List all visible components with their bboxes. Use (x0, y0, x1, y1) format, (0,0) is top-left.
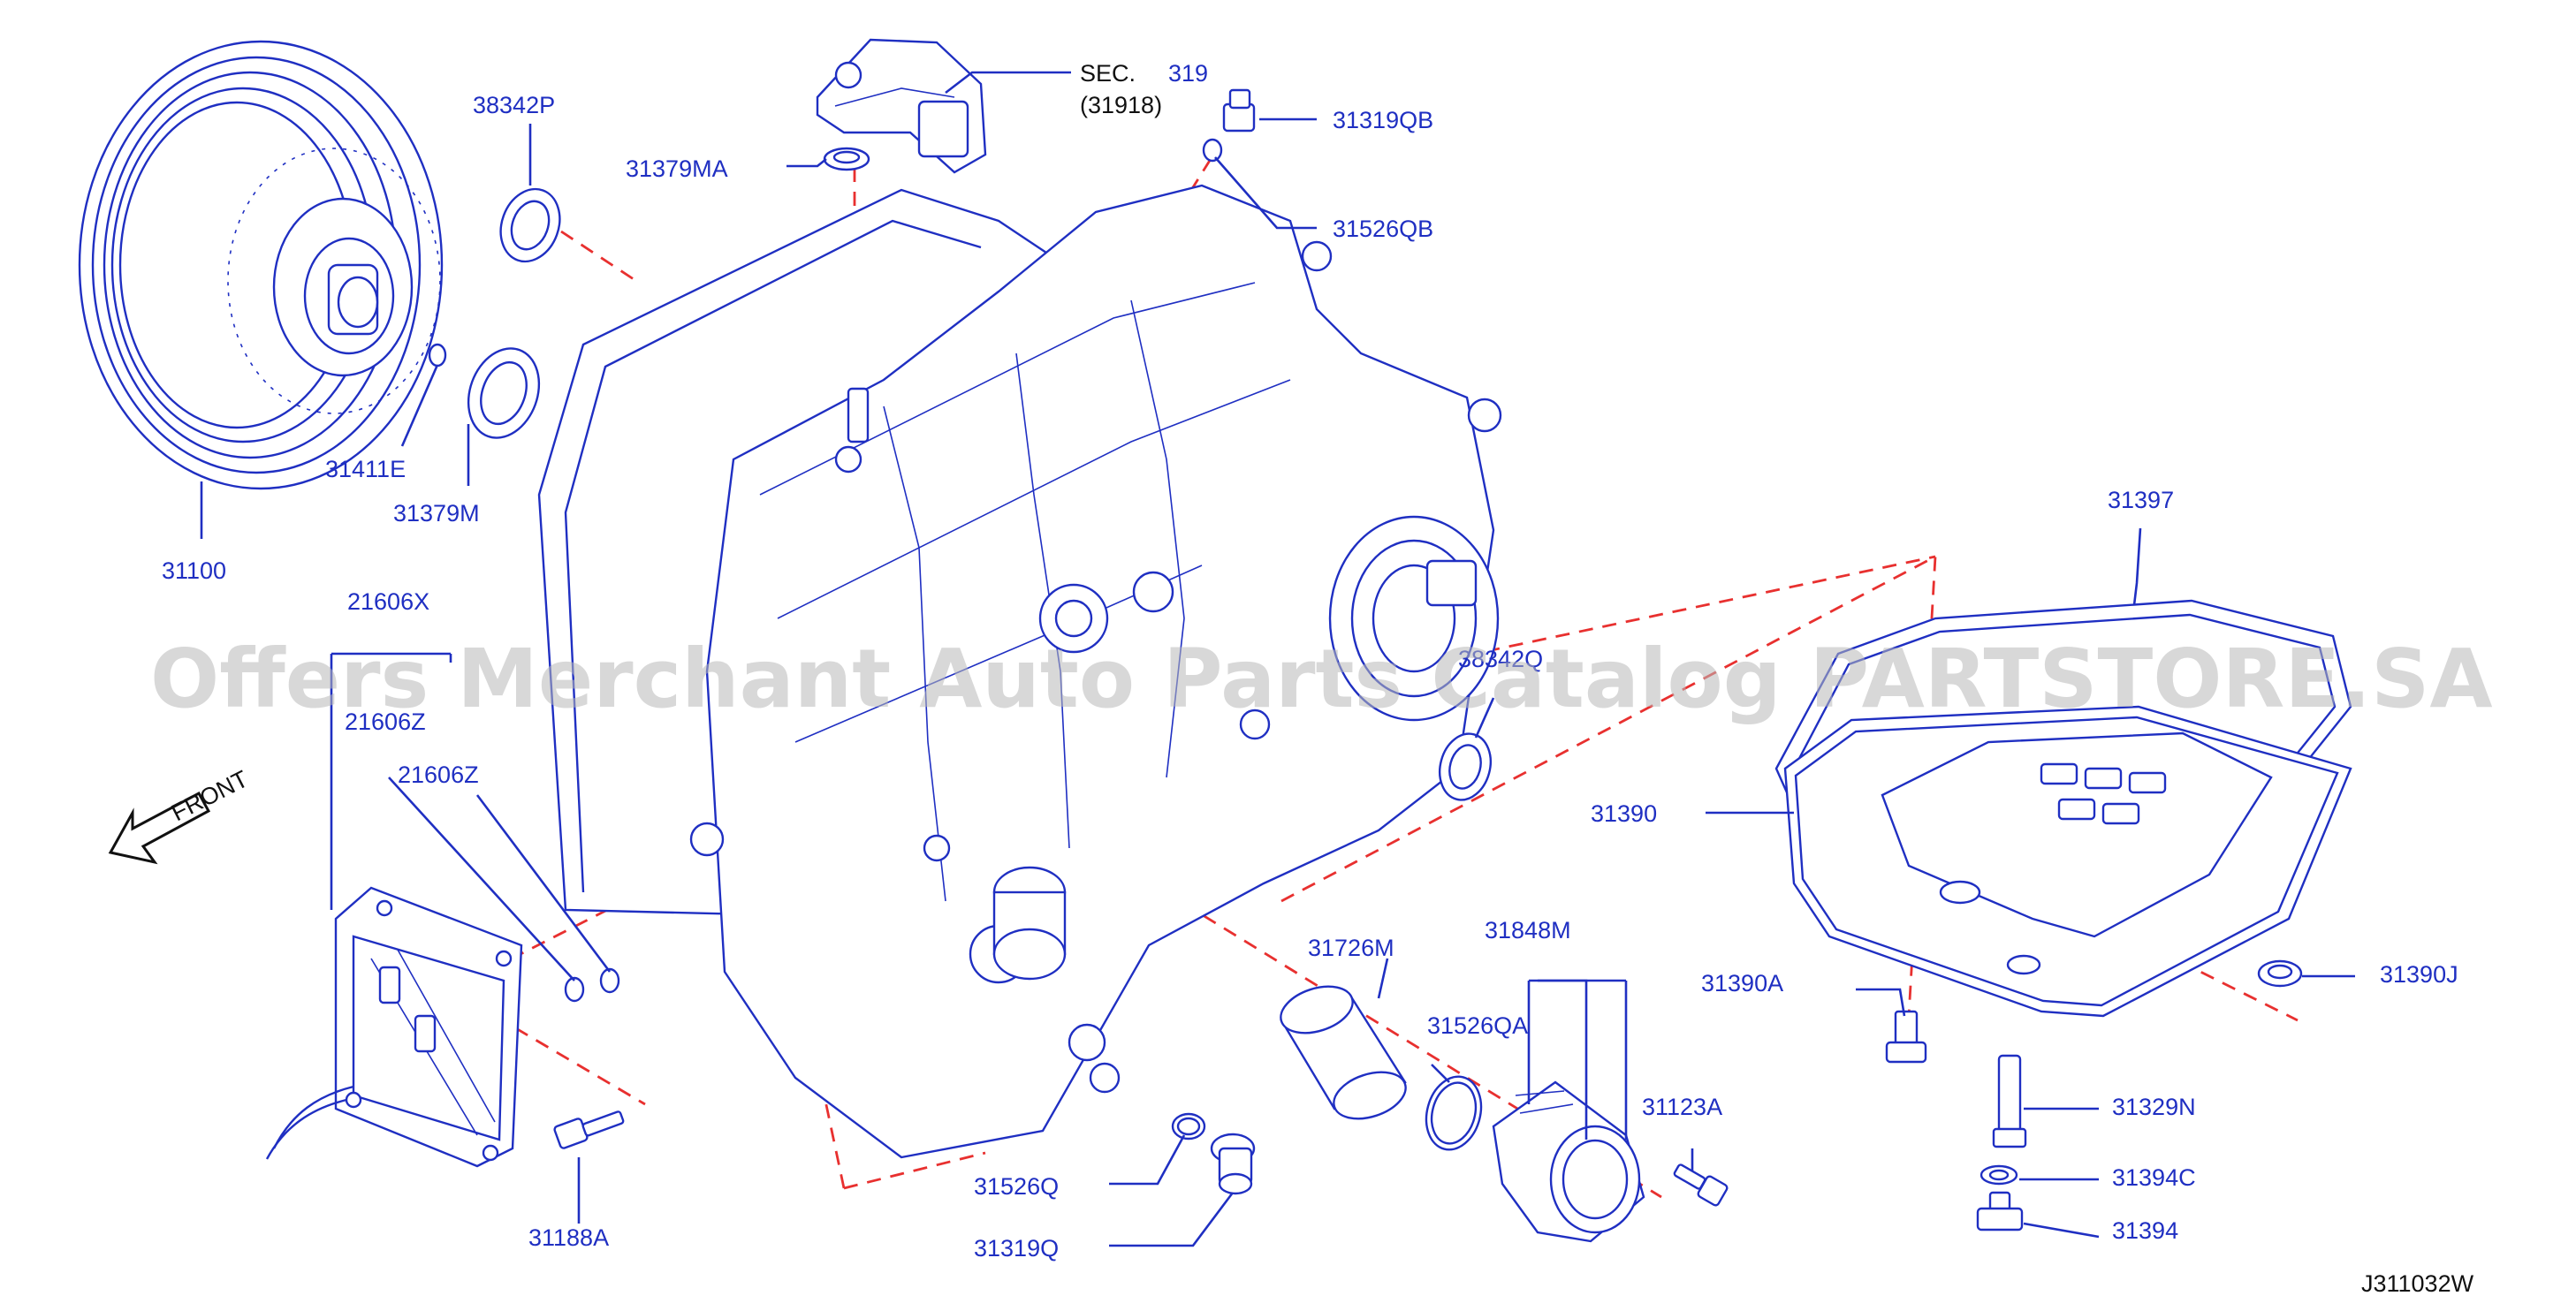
o-ring-31411E (428, 343, 447, 368)
plug-31319QB (1202, 88, 1256, 163)
label-31379MA[interactable]: 31379MA (626, 155, 728, 182)
label-31100[interactable]: 31100 (162, 557, 226, 584)
filter-element-31726M (1280, 985, 1407, 1120)
section-prefix: SEC. (1080, 60, 1136, 87)
label-21606Z-upper[interactable]: 21606Z (345, 709, 426, 735)
watermark: Offers Merchant Auto Parts Catalog PARTS… (150, 632, 2493, 726)
label-31526QB[interactable]: 31526QB (1333, 216, 1433, 242)
label-38342P[interactable]: 38342P (473, 92, 555, 118)
label-31394C[interactable]: 31394C (2112, 1164, 2196, 1191)
label-31394[interactable]: 31394 (2112, 1217, 2178, 1244)
washer-31394C (1979, 1164, 2018, 1186)
seal-38342Q (1439, 732, 1492, 801)
label-31319QB[interactable]: 31319QB (1333, 107, 1433, 133)
front-arrow-icon (108, 791, 211, 865)
label-21606X[interactable]: 21606X (347, 588, 429, 615)
filter-cover-31848M (1492, 1080, 1645, 1243)
label-31390A[interactable]: 31390A (1701, 970, 1783, 997)
torque-converter (78, 40, 444, 490)
plug-31319Q (1210, 1133, 1256, 1195)
o-ring-31526Q (1171, 1112, 1206, 1140)
oil-cooler (265, 886, 523, 1168)
sensor-31918 (816, 38, 987, 174)
label-31726M[interactable]: 31726M (1308, 935, 1394, 961)
diagram-code: J311032W (2361, 1270, 2474, 1297)
label-31390J[interactable]: 31390J (2380, 961, 2458, 988)
label-31379M[interactable]: 31379M (393, 500, 480, 527)
drain-plug-31394 (1976, 1191, 2024, 1231)
label-31526Q[interactable]: 31526Q (974, 1173, 1059, 1200)
label-31848M[interactable]: 31848M (1485, 917, 1571, 943)
seal-31379M (467, 347, 541, 439)
label-31397[interactable]: 31397 (2108, 487, 2174, 513)
label-31411E[interactable]: 31411E (325, 456, 406, 482)
leader-lines (200, 71, 2355, 1247)
label-31526QA[interactable]: 31526QA (1427, 1012, 1528, 1039)
part-labels: 38342P 31379MA 31319QB 31526QB 31411E 31… (162, 92, 2458, 1262)
transmission-case (537, 184, 1502, 1159)
label-21606Z-lower[interactable]: 21606Z (398, 762, 479, 788)
label-31188A[interactable]: 31188A (528, 1224, 609, 1251)
label-31390[interactable]: 31390 (1591, 800, 1657, 827)
label-31319Q[interactable]: 31319Q (974, 1235, 1059, 1262)
bolt-31390A (1885, 1010, 1927, 1064)
stud-31329N (1992, 1054, 2027, 1148)
seal-38342P (499, 187, 561, 263)
section-number-link[interactable]: 319 (1168, 60, 1208, 87)
seal-31390J (2257, 959, 2303, 988)
label-31123A[interactable]: 31123A (1642, 1094, 1722, 1120)
label-38342Q[interactable]: 38342Q (1458, 646, 1543, 672)
o-ring-31526QA (1425, 1075, 1483, 1151)
label-31329N[interactable]: 31329N (2112, 1094, 2196, 1120)
front-label: FRONT (167, 765, 252, 826)
bolt-31188A (553, 1110, 625, 1149)
bolt-31123A (1673, 1163, 1729, 1207)
o-rings-21606Z (564, 967, 620, 1003)
oil-pan-31390 (1783, 705, 2352, 1018)
section-sub: (31918) (1080, 92, 1162, 118)
